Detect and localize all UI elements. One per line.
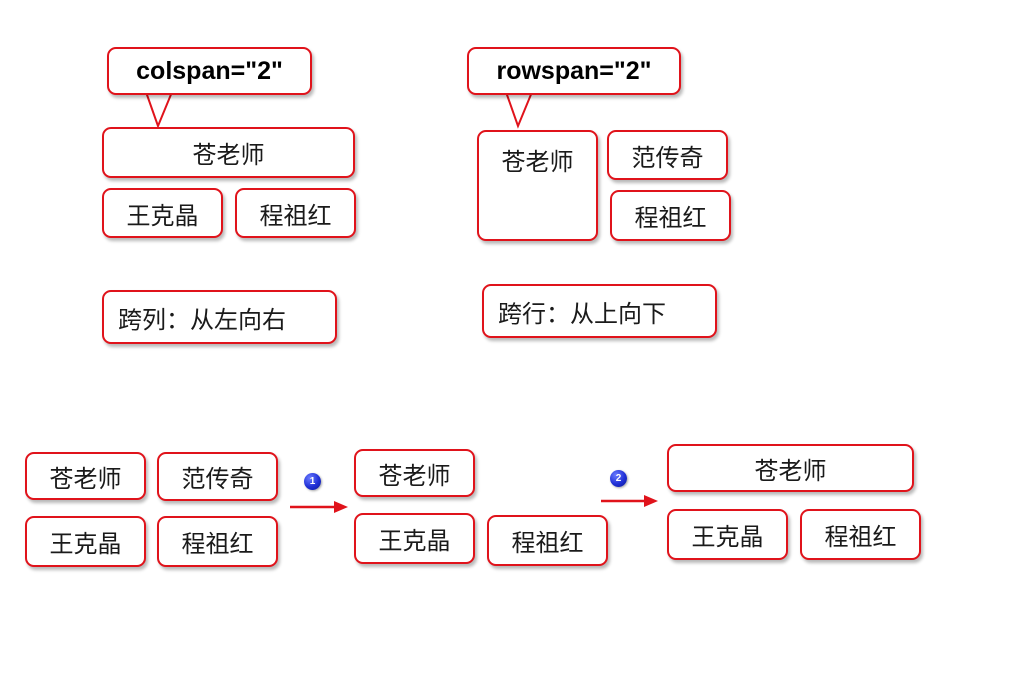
step1-cell-3: 程祖红 xyxy=(487,515,608,566)
rowspan-merged-cell: 苍老师 xyxy=(477,130,598,241)
arrow-2 xyxy=(601,495,658,507)
original-cell-4: 程祖红 xyxy=(157,516,278,567)
original-cell-2: 范传奇 xyxy=(157,452,278,501)
rowspan-cell-2: 程祖红 xyxy=(610,190,731,241)
step2-cell-2: 程祖红 xyxy=(800,509,921,560)
step-2-badge: 2 xyxy=(610,470,627,487)
colspan-cell-2: 程祖红 xyxy=(235,188,356,238)
rowspan-cell-1: 范传奇 xyxy=(607,130,728,180)
step2-merged-cell: 苍老师 xyxy=(667,444,914,492)
step1-cell-1: 苍老师 xyxy=(354,449,475,497)
colspan-callout: colspan="2" xyxy=(107,47,312,95)
rowspan-note: 跨行：从上向下 xyxy=(482,284,717,338)
original-cell-1: 苍老师 xyxy=(25,452,146,500)
rowspan-callout-tail xyxy=(505,91,533,129)
colspan-note: 跨列：从左向右 xyxy=(102,290,337,344)
step1-cell-2: 王克晶 xyxy=(354,513,475,564)
arrow-1 xyxy=(290,501,348,513)
original-cell-3: 王克晶 xyxy=(25,516,146,567)
colspan-cell-1: 王克晶 xyxy=(102,188,223,238)
step-1-badge: 1 xyxy=(304,473,321,490)
colspan-merged-cell: 苍老师 xyxy=(102,127,355,178)
rowspan-callout: rowspan="2" xyxy=(467,47,681,95)
colspan-callout-tail xyxy=(145,91,173,129)
step2-cell-1: 王克晶 xyxy=(667,509,788,560)
